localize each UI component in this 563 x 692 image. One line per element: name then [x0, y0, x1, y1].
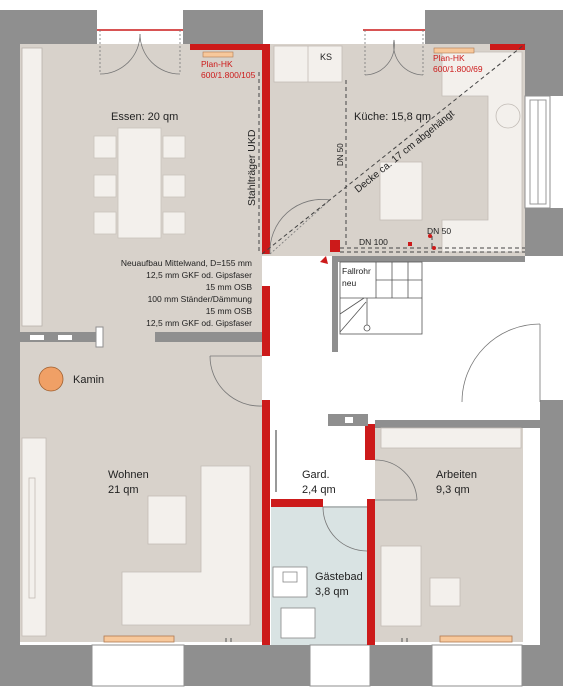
dn50-vertical-label: DN 50 — [336, 143, 345, 166]
room-arbeiten-name: Arbeiten — [436, 469, 477, 481]
heater-left — [202, 51, 234, 58]
svg-text:12,5 mm GKF od. Gipsfaser: 12,5 mm GKF od. Gipsfaser — [146, 318, 252, 328]
room-wohnen-name: Wohnen — [108, 469, 149, 481]
svg-text:Neuaufbau Mittelwand, D=155 mm: Neuaufbau Mittelwand, D=155 mm — [121, 258, 252, 268]
heater-right — [433, 47, 475, 54]
wall-north-left — [0, 10, 97, 44]
svg-text:12,5 mm GKF od. Gipsfaser: 12,5 mm GKF od. Gipsfaser — [146, 270, 252, 280]
door-swings — [209, 199, 418, 552]
bath-fixtures — [272, 566, 316, 639]
fallrohr-label-2: neu — [342, 278, 356, 288]
room-gaestebad-area: 3,8 qm — [315, 586, 349, 598]
living-furniture — [21, 437, 251, 637]
door-kueche-garden — [363, 29, 425, 76]
drain-markers — [320, 234, 436, 264]
fireplace-label: Kamin — [73, 374, 104, 386]
stahltraeger-label: Stahlträger UKD — [246, 129, 258, 206]
heater-left-label-2: 600/1.800/105 — [201, 70, 256, 80]
outlets — [225, 638, 408, 642]
room-gaestebad-name: Gästebad — [315, 571, 363, 583]
wall-north-right — [425, 10, 563, 44]
staircase — [339, 261, 423, 335]
new-walls — [190, 44, 525, 645]
fallrohr-label-1: Fallrohr — [342, 266, 371, 276]
office-furniture — [380, 427, 522, 627]
room-garderobe-area: 2,4 qm — [302, 484, 336, 496]
wall-west — [0, 10, 20, 686]
dn50-small-label: DN 50 — [427, 226, 451, 236]
dn100-label: DN 100 — [359, 237, 388, 247]
window-south-3 — [431, 644, 523, 687]
window-south-1 — [91, 644, 185, 687]
heater-right-label-1: Plan-HK — [433, 53, 465, 63]
window-sills — [103, 635, 513, 643]
wall-north-middle — [183, 10, 263, 44]
kitchen — [273, 45, 523, 253]
wall-openings — [30, 326, 353, 423]
dashed-lines — [258, 43, 526, 255]
sideboard-west — [21, 47, 43, 327]
window-frames — [529, 99, 547, 205]
room-kueche-name: Küche: 15,8 qm — [354, 111, 431, 123]
room-essen-name: Essen: 20 qm — [111, 111, 178, 123]
room-garderobe-name: Gard. — [302, 469, 330, 481]
ks-label: KS — [320, 52, 332, 62]
svg-text:15 mm OSB: 15 mm OSB — [206, 306, 253, 316]
svg-text:15 mm OSB: 15 mm OSB — [206, 282, 253, 292]
heater-left-label-1: Plan-HK — [201, 59, 233, 69]
room-arbeiten-area: 9,3 qm — [436, 484, 470, 496]
wall-east-middle — [525, 208, 563, 256]
room-wohnen-area: 21 qm — [108, 484, 139, 496]
heater-right-label-2: 600/1.800/69 — [433, 64, 483, 74]
door-essen-garden — [97, 29, 183, 75]
svg-text:100 mm Ständer/Dämmung: 100 mm Ständer/Dämmung — [148, 294, 253, 304]
window-south-2 — [309, 644, 371, 687]
dining-table — [93, 127, 186, 239]
fireplace — [38, 366, 64, 392]
entry-door — [461, 256, 563, 403]
wall-spec: Neuaufbau Mittelwand, D=155 mm 12,5 mm G… — [121, 258, 252, 328]
wall-east-lower — [540, 400, 563, 686]
